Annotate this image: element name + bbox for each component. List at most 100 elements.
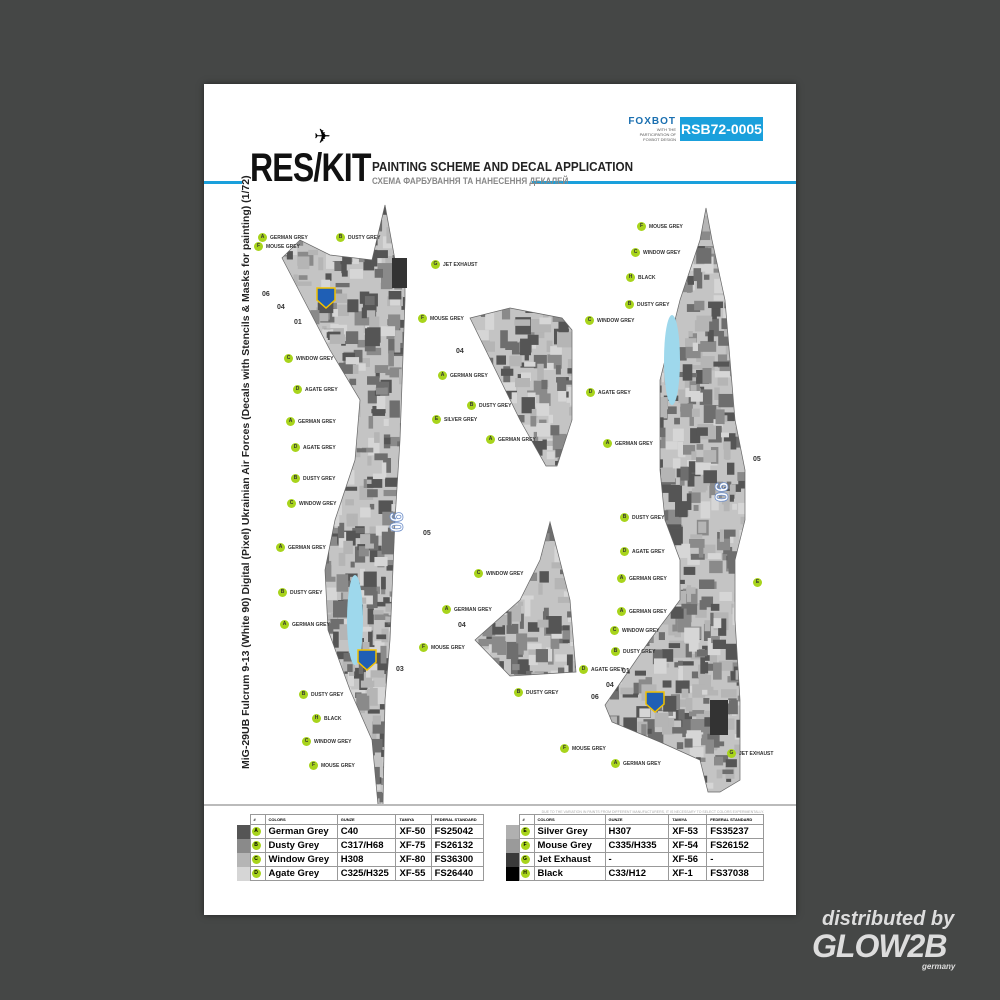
camo-pixel [614, 400, 623, 416]
camo-pixel [613, 584, 619, 601]
camo-pixel [357, 339, 369, 348]
camo-pixel [374, 257, 382, 268]
camo-pixel [361, 447, 374, 453]
camo-pixel [535, 462, 545, 466]
camo-pixel [395, 205, 401, 216]
camo-pixel [725, 759, 737, 768]
callout-label: BLACK [638, 274, 656, 281]
camo-pixel [511, 392, 518, 404]
fs-code: FS35237 [706, 824, 764, 839]
camo-pixel [610, 716, 617, 726]
camo-pixel [286, 571, 294, 587]
color-name: Window Grey [264, 852, 338, 867]
camo-pixel [491, 657, 500, 673]
camo-pixel [491, 636, 506, 653]
camo-pixel [352, 253, 359, 264]
camo-pixel [350, 667, 366, 679]
camo-pixel [305, 556, 315, 574]
camo-pixel [400, 631, 405, 648]
color-letter-badge: C [302, 737, 311, 746]
camo-pixel [744, 281, 745, 294]
camo-pixel [688, 789, 698, 792]
gunze-code: C325/H325 [336, 866, 397, 881]
callout-label: DUSTY GREY [290, 589, 323, 596]
camo-pixel [316, 512, 324, 524]
camo-pixel [388, 290, 402, 300]
fs-code: FS25042 [430, 824, 485, 839]
camo-pixel [500, 455, 510, 466]
camo-pixel [388, 350, 394, 367]
gunze-code: - [604, 852, 670, 867]
camo-pixel [612, 399, 619, 407]
camo-pixel [286, 251, 293, 260]
camo-pixel [361, 595, 373, 605]
fs-code: FS36300 [430, 852, 485, 867]
camo-pixel [330, 618, 344, 630]
camo-pixel [366, 207, 381, 219]
camo-pixel [686, 585, 692, 602]
camo-pixel [401, 544, 405, 552]
camo-pixel [628, 406, 635, 418]
color-letter-badge: C [251, 854, 261, 864]
color-letter-badge: F [637, 222, 646, 231]
camo-pixel [391, 643, 396, 655]
camo-pixel [516, 523, 525, 538]
camo-pixel [625, 361, 634, 374]
camo-pixel [637, 583, 646, 592]
camo-pixel [353, 775, 362, 781]
table-row: D Agate Grey C325/H325 XF-55 FS26440 [237, 866, 485, 881]
camo-pixel [548, 414, 554, 424]
table-row: H Black C33/H12 XF-1 FS37038 [506, 866, 764, 881]
callout-label: GERMAN GREY [629, 575, 667, 582]
camo-pixel [356, 448, 367, 453]
gunze-code: C317/H68 [336, 838, 397, 853]
camo-pixel [529, 543, 543, 555]
camo-pixel [659, 531, 665, 541]
camo-pixel [688, 491, 701, 503]
camo-pixel [567, 611, 575, 618]
camo-pixel [512, 664, 520, 671]
camo-pixel [496, 355, 507, 365]
camo-pixel [540, 362, 554, 370]
camo-pixel [473, 465, 483, 466]
camo-pixel [310, 310, 320, 325]
camo-pixel [695, 603, 707, 618]
camo-pixel [653, 783, 666, 792]
camo-pixel [382, 511, 398, 526]
camo-pixel [736, 719, 745, 738]
camo-pixel [619, 363, 632, 378]
jet-logo-icon: ✈ [314, 126, 331, 148]
camo-pixel [612, 454, 620, 472]
camo-pixel [283, 568, 299, 575]
camo-pixel [618, 502, 629, 512]
camo-pixel [607, 221, 620, 240]
camo-pixel [358, 363, 366, 371]
color-letter-badge: A [280, 620, 289, 629]
camo-pixel [333, 782, 348, 801]
camo-pixel [726, 462, 735, 475]
camo-pixel [647, 732, 664, 750]
camo-pixel [384, 437, 391, 445]
camo-pixel [726, 233, 739, 251]
color-letter-badge: C [284, 354, 293, 363]
camo-pixel [322, 454, 338, 464]
camo-pixel [317, 560, 332, 578]
color-name: Mouse Grey [533, 838, 606, 853]
camo-pixel [627, 782, 637, 788]
camo-pixel [714, 387, 720, 400]
color-swatch [237, 866, 250, 881]
color-letter-badge: G [727, 749, 736, 758]
camo-pixel [385, 256, 394, 269]
camo-pixel [623, 766, 631, 782]
camo-pixel [725, 643, 740, 660]
camo-pixel [664, 270, 671, 289]
camo-pixel [364, 296, 375, 306]
camo-pixel [678, 347, 687, 361]
camo-pixel [296, 460, 302, 465]
camo-pixel [743, 322, 745, 338]
